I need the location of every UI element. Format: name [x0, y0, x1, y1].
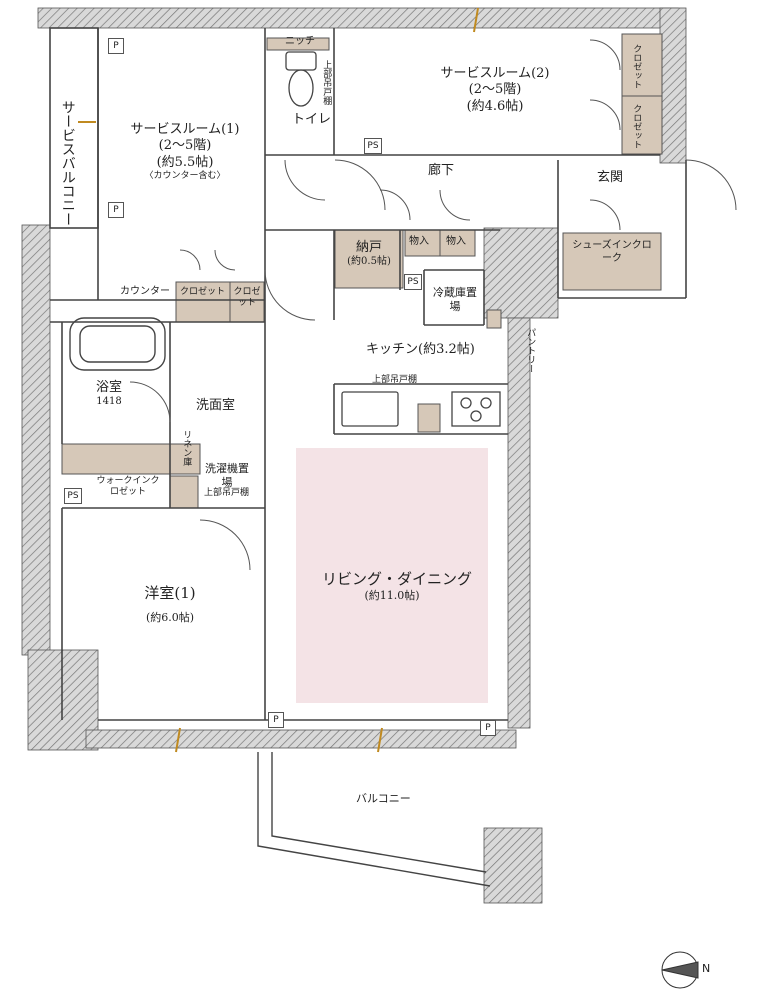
- western-room-label: 洋室(1) (約6.0帖): [130, 584, 210, 625]
- ps-marker: PS: [364, 138, 382, 154]
- p-marker: P: [108, 202, 124, 218]
- interior-walls: [49, 27, 687, 721]
- washer-label: 洗濯機置場: [205, 462, 249, 489]
- kitchen-upper-shelf-label: 上部吊戸棚: [372, 375, 418, 385]
- walk-in-closet-label: ウォークインクロゼット: [96, 476, 160, 498]
- closet-label: クロゼット: [631, 44, 642, 89]
- p-marker: P: [480, 720, 496, 736]
- living-label: リビング・ダイニング (約11.0帖): [322, 570, 473, 603]
- service-room-2-floors: (2～5階): [468, 82, 522, 98]
- storage-label: 納戸 (約0.5帖): [338, 240, 400, 269]
- refrigerator-label: 冷蔵庫置場: [433, 286, 477, 313]
- kitchen-area: (約3.2帖): [418, 342, 475, 357]
- bath-label: 浴室 1418: [84, 380, 134, 409]
- door-swings: [129, 39, 737, 571]
- ps-marker: PS: [404, 274, 422, 290]
- shoes-cloak-label: シューズインクローク: [572, 240, 652, 264]
- living-area: (約11.0帖): [364, 588, 420, 602]
- western-room-area: (約6.0帖): [145, 610, 195, 624]
- bathtub: [69, 317, 166, 371]
- window-markers: [78, 7, 479, 753]
- living-name: リビング・ダイニング: [322, 570, 473, 588]
- balcony-label: バルコニー: [356, 792, 411, 805]
- living-floor: [296, 448, 488, 703]
- balcony-outline: [257, 752, 491, 887]
- bath-name: 浴室: [95, 380, 122, 395]
- service-room-1-area: (約5.5帖): [156, 154, 214, 170]
- kitchen-name: キッチン: [366, 342, 419, 357]
- kitchen-fixtures: [341, 391, 501, 427]
- closet-label: クロゼット: [631, 104, 642, 149]
- bath-size: 1418: [96, 396, 122, 408]
- closet-label: クロゼット: [233, 287, 261, 309]
- storage-fills: [61, 33, 663, 509]
- service-room-1-label: サービスルーム(1) (2～5階) (約5.5帖) 〈カウンター含む〉: [120, 122, 250, 182]
- counter-label: カウンター: [120, 286, 170, 297]
- structural-walls: [21, 7, 687, 904]
- toilet-upper-shelf-label: 上部吊戸棚: [321, 60, 332, 105]
- kitchen-label: キッチン(約3.2帖): [366, 342, 475, 358]
- niche-label: ニッチ: [285, 36, 315, 47]
- closet-label: クロゼット: [180, 287, 226, 297]
- service-room-1-name: サービスルーム(1): [130, 122, 240, 137]
- washroom-label: 洗面室: [196, 398, 236, 413]
- washer-upper-shelf-label: 上部吊戸棚: [204, 488, 250, 498]
- toilet-fixture: [285, 51, 317, 107]
- ps-marker: PS: [64, 488, 82, 504]
- storage-area: (約0.5帖): [347, 256, 391, 268]
- compass-north-label: N: [702, 962, 711, 975]
- storage-name: 納戸: [355, 240, 382, 255]
- entrance-label: 玄関: [597, 170, 624, 185]
- service-room-2-name: サービスルーム(2): [440, 66, 550, 81]
- compass-icon: [661, 951, 699, 989]
- service-balcony-label: サービスバルコニー: [59, 100, 76, 226]
- linen-label: リネン庫: [181, 430, 192, 466]
- service-room-1-note: 〈カウンター含む〉: [144, 170, 226, 181]
- toilet-label: トイレ: [292, 112, 332, 127]
- service-room-2-label: サービスルーム(2) (2～5階) (約4.6帖): [430, 66, 560, 115]
- corridor-label: 廊下: [428, 163, 455, 178]
- western-room-name: 洋室(1): [144, 584, 196, 602]
- p-marker: P: [108, 38, 124, 54]
- cupboard-label: 物入: [409, 236, 429, 247]
- p-marker: P: [268, 712, 284, 728]
- cupboard-label: 物入: [446, 236, 466, 247]
- service-room-1-floors: (2～5階): [158, 138, 212, 154]
- service-room-2-area: (約4.6帖): [466, 98, 524, 114]
- pantry-label: パントリー: [525, 328, 536, 373]
